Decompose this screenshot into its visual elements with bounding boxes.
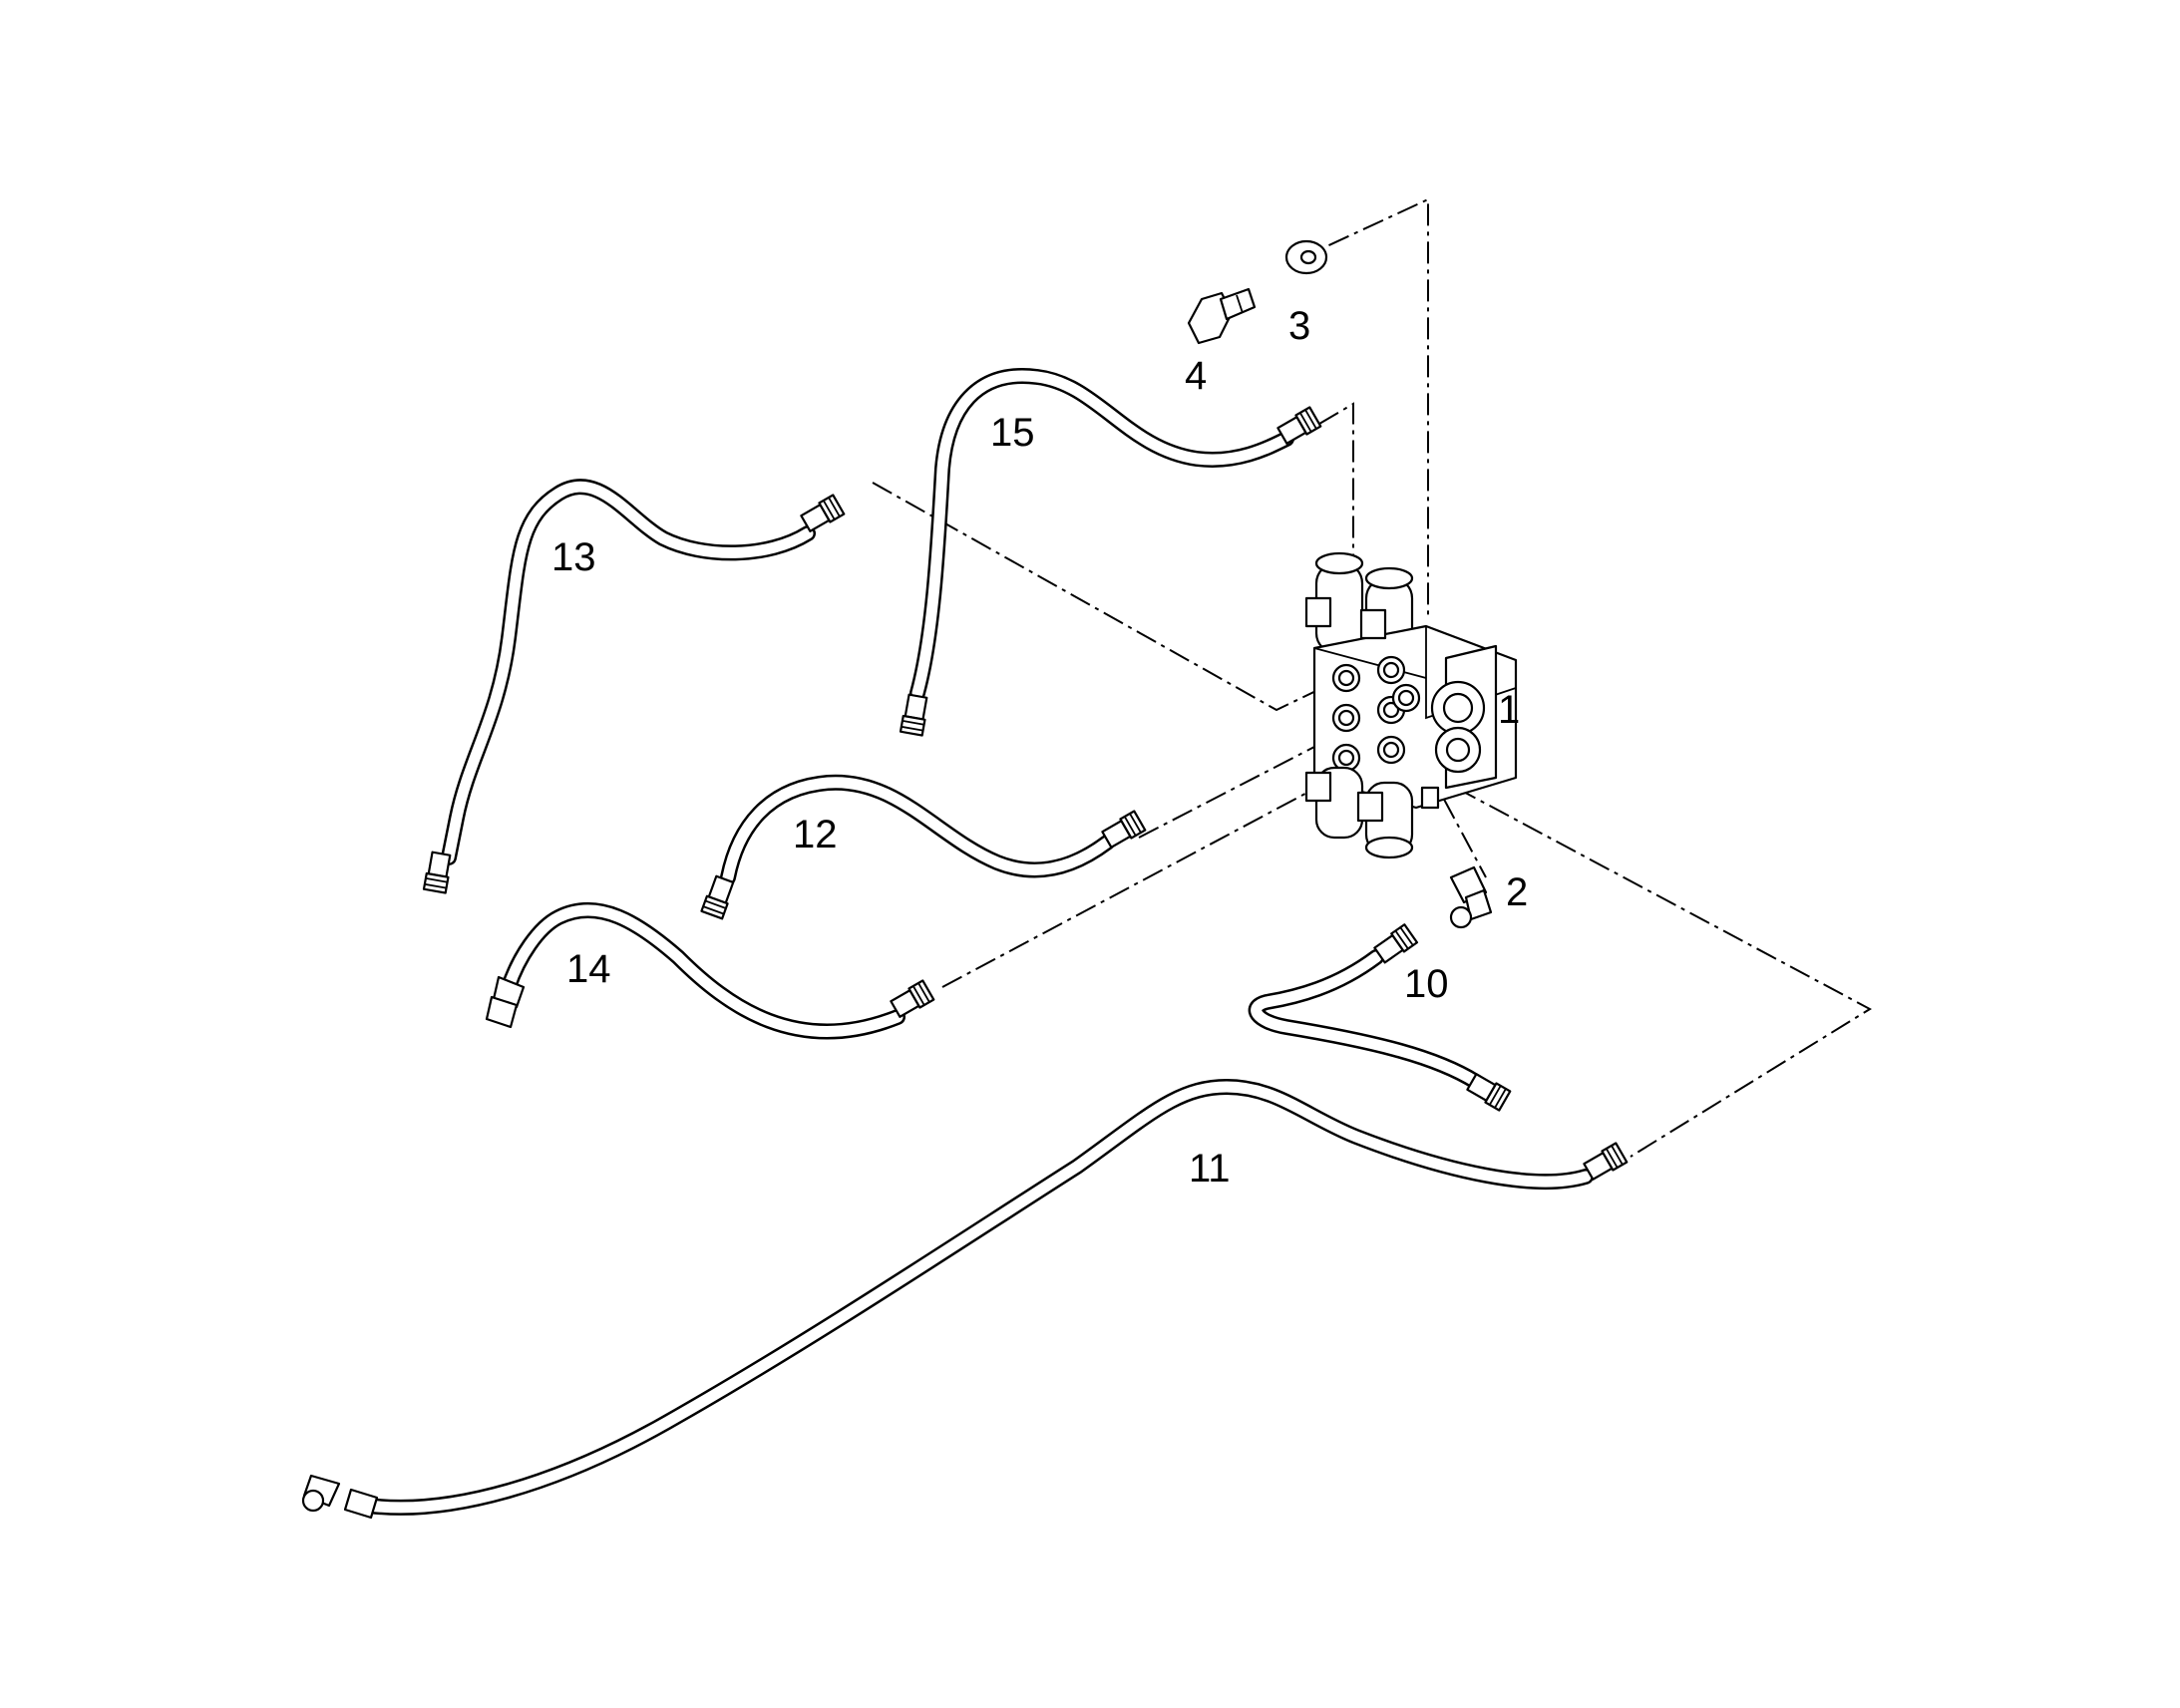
callout-13: 13	[551, 535, 596, 579]
hose-12	[700, 774, 1147, 920]
bolt	[1187, 287, 1257, 345]
callout-12: 12	[793, 813, 838, 856]
hose-11	[301, 1079, 1629, 1520]
leader-lines	[872, 197, 1873, 1158]
callout-14: 14	[566, 947, 611, 991]
elbow-fitting	[1449, 865, 1493, 929]
valve-block	[1304, 551, 1518, 859]
callout-10: 10	[1404, 962, 1449, 1006]
hose-15	[899, 368, 1322, 737]
callout-3: 3	[1288, 304, 1310, 348]
hose-14	[485, 901, 935, 1040]
callout-2: 2	[1506, 870, 1528, 914]
callout-labels: 1 2 3 4 10 11 12 13 14 15	[551, 304, 1528, 1191]
callout-15: 15	[990, 411, 1035, 455]
callout-4: 4	[1185, 354, 1207, 398]
callout-11: 11	[1189, 1147, 1231, 1191]
hose-13	[422, 479, 846, 894]
callout-1: 1	[1498, 688, 1520, 732]
washer	[1284, 239, 1328, 275]
hose-10	[1248, 923, 1512, 1112]
